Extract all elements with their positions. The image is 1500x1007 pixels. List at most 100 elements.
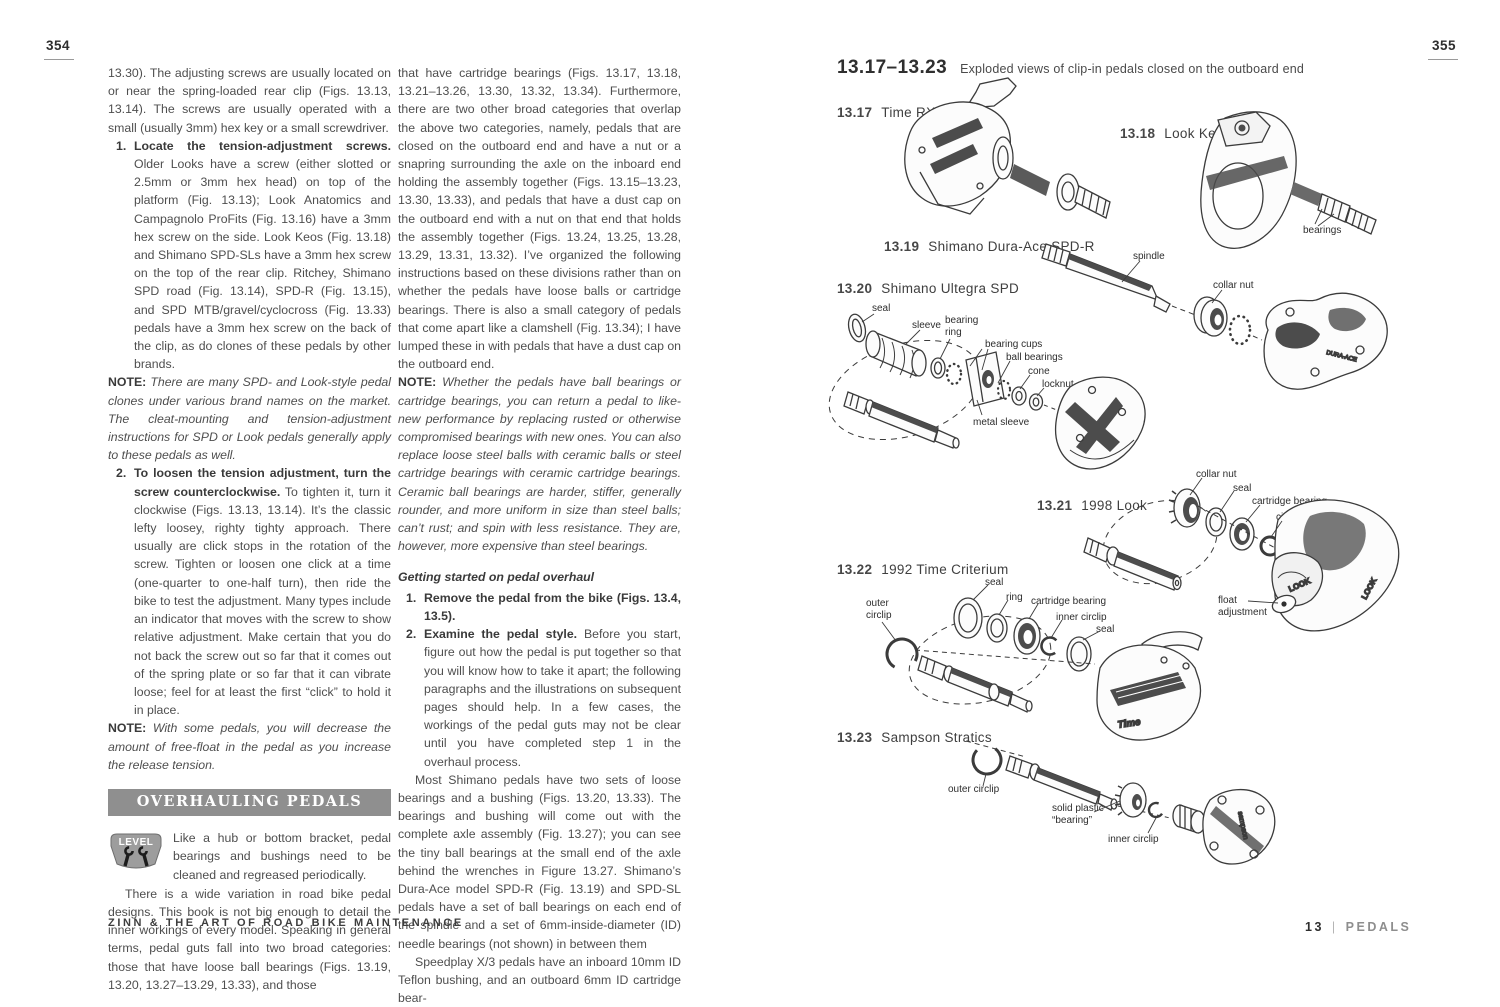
callout-bearing-ring: bearing ring: [945, 315, 979, 338]
figure-number: 13.18: [1120, 126, 1156, 141]
callout-locknut: locknut: [1042, 379, 1074, 390]
callout-inner-circlip: inner circlip: [1108, 834, 1159, 845]
book-title-footer: ZINN & THE ART OF ROAD BIKE MAINTENANCE: [108, 917, 464, 929]
step-lead: Examine the pedal style.: [424, 627, 578, 642]
step-text: Before you start, figure out how the ped…: [424, 627, 682, 769]
footer-divider: |: [1331, 920, 1338, 934]
callout-outer-circlip: outer circlip: [948, 784, 1000, 795]
callout-outer-circlip: outer circlip: [866, 598, 892, 621]
paragraph-continuation: 13.30). The adjusting screws are usually…: [108, 66, 391, 135]
note-label: NOTE:: [108, 375, 147, 390]
page-number-rule: [44, 59, 74, 60]
note-text: Whether the pedals have ball bearings or…: [398, 375, 681, 554]
figure-13-23-art: sampson: [965, 740, 1276, 865]
callout-seal: seal: [872, 303, 891, 314]
paragraph: There is a wide variation in road bike p…: [108, 886, 391, 992]
left-column-2: that have cartridge bearings (Figs. 13.1…: [398, 64, 681, 1007]
note-label: NOTE:: [398, 375, 437, 390]
figure-name: Sampson Stratics: [881, 730, 992, 745]
step-number: 1.: [116, 138, 127, 153]
callout-inner-circlip: inner circlip: [1056, 612, 1107, 623]
numbered-step-2: 2. Examine the pedal style. Before you st…: [398, 625, 681, 771]
book-spread: { "left": { "page_number": "354", "foote…: [44, 38, 1458, 1006]
figure-13-18-art: [1200, 111, 1377, 249]
paragraph: Speedplay X/3 pedals have an inboard 10m…: [398, 954, 681, 1006]
page-number-left: 354: [46, 38, 71, 53]
figure-13-19-art: DURA-ACE: [1041, 243, 1388, 390]
left-column-1: 13.30). The adjusting screws are usually…: [108, 64, 391, 994]
figure-group-title: 13.17–13.23 Exploded views of clip-in ped…: [837, 57, 1304, 79]
exploded-pedal-diagrams: DURA-ACE: [828, 77, 1400, 865]
callout-metal-sleeve: metal sleeve: [973, 417, 1030, 428]
figure-13-20-art: [828, 313, 1146, 470]
level-text: Like a hub or bottom bracket, pedal bear…: [173, 831, 391, 882]
callout-float-adjustment: float adjustment: [1218, 595, 1267, 618]
figure-name: Look Keo: [1164, 126, 1224, 141]
note-paragraph: NOTE: Whether the pedals have ball beari…: [398, 373, 681, 555]
step-lead: To loosen the tension adjustment, turn t…: [134, 466, 391, 499]
step-number: 2.: [116, 466, 127, 481]
note-text: There are many SPD- and Look-style pedal…: [108, 375, 391, 463]
section-header-overhauling-pedals: OVERHAULING PEDALS: [108, 788, 391, 817]
note-paragraph: NOTE: With some pedals, you will decreas…: [108, 719, 391, 774]
figure-caption: Exploded views of clip-in pedals closed …: [960, 62, 1305, 76]
figure-label-13-18: 13.18 Look Keo: [1120, 126, 1224, 141]
callout-bearing-cups: bearing cups: [985, 339, 1043, 350]
step-lead: Remove the pedal from the bike (Figs. 13…: [424, 590, 681, 623]
callout-seal: seal: [1096, 624, 1115, 635]
page-number-rule: [1428, 59, 1458, 60]
callout-cartridge-bearing: cartridge bearing: [1031, 596, 1107, 607]
note-text: With some pedals, you will decrease the …: [108, 721, 391, 772]
step-number: 1.: [406, 590, 417, 605]
step-text: Older Looks have a screw (either slotted…: [134, 157, 391, 372]
callout-seal: seal: [985, 577, 1004, 588]
numbered-step-1: 1.Locate the tension-adjustment screws. …: [108, 137, 391, 374]
wrench-icon: [138, 846, 149, 867]
figure-name: Shimano Ultegra SPD: [881, 281, 1020, 296]
chapter-footer: 13 | PEDALS: [1305, 920, 1411, 934]
wrench-icon: [123, 846, 134, 867]
step-lead: Locate the tension-adjustment screws.: [134, 138, 391, 153]
figure-name: 1992 Time Criterium: [881, 562, 1009, 577]
page-number-right: 355: [1432, 38, 1457, 53]
brand-mark: Time: [1117, 717, 1142, 731]
paragraph-continuation: that have cartridge bearings (Figs. 13.1…: [398, 66, 682, 372]
note-label: NOTE:: [108, 721, 147, 736]
figure-number: 13.23: [837, 730, 873, 745]
callout-sleeve: sleeve: [912, 320, 941, 331]
callout-ball-bearings: ball bearings: [1006, 352, 1063, 363]
callout-ring: ring: [1006, 592, 1023, 603]
callout-cone: cone: [1028, 366, 1050, 377]
figure-range: 13.17–13.23: [837, 57, 948, 78]
note-paragraph: NOTE: There are many SPD- and Look-style…: [108, 373, 391, 464]
figure-label-13-20: 13.20 Shimano Ultegra SPD: [837, 281, 1019, 296]
level-badge-label: LEVEL: [119, 837, 154, 848]
callout-collar-nut: collar nut: [1213, 280, 1254, 291]
step-number: 2.: [406, 627, 417, 642]
chapter-title: PEDALS: [1345, 920, 1412, 934]
chapter-number: 13: [1305, 920, 1324, 934]
figure-name: 1998 Look: [1081, 498, 1148, 513]
figure-label-13-21: 13.21 1998 Look: [1037, 498, 1147, 513]
numbered-step-2: 2. To loosen the tension adjustment, turn…: [108, 464, 391, 719]
level-badge-icon: LEVEL: [108, 831, 164, 876]
callout-collar-nut: collar nut: [1196, 469, 1237, 480]
numbered-step-1: 1. Remove the pedal from the bike (Figs. …: [398, 589, 681, 625]
subsection-heading: Getting started on pedal overhaul: [398, 570, 595, 585]
level-paragraph: LEVEL Like a hub or bottom bracket, peda…: [108, 829, 391, 884]
figure-number: 13.17: [837, 105, 873, 120]
figure-13-17-art: [904, 77, 1111, 219]
figure-number: 13.21: [1037, 498, 1073, 513]
callout-spindle: spindle: [1133, 251, 1165, 262]
step-text: To tighten it, turn it clockwise (Figs. …: [134, 484, 392, 718]
figure-label-13-23: 13.23 Sampson Stratics: [837, 730, 992, 745]
callout-solid-plastic-bearing: solid plastic “bearing”: [1052, 803, 1104, 826]
figure-number: 13.22: [837, 562, 873, 577]
figure-13-22-art: Time: [881, 584, 1203, 741]
figure-number: 13.20: [837, 281, 873, 296]
paragraph: Most Shimano pedals have two sets of loo…: [398, 772, 681, 951]
figure-label-13-22: 13.22 1992 Time Criterium: [837, 562, 1009, 577]
callout-seal: seal: [1233, 483, 1252, 494]
figure-13-21-art: LOOK LOOK: [1083, 477, 1400, 632]
figure-number: 13.19: [884, 239, 920, 254]
